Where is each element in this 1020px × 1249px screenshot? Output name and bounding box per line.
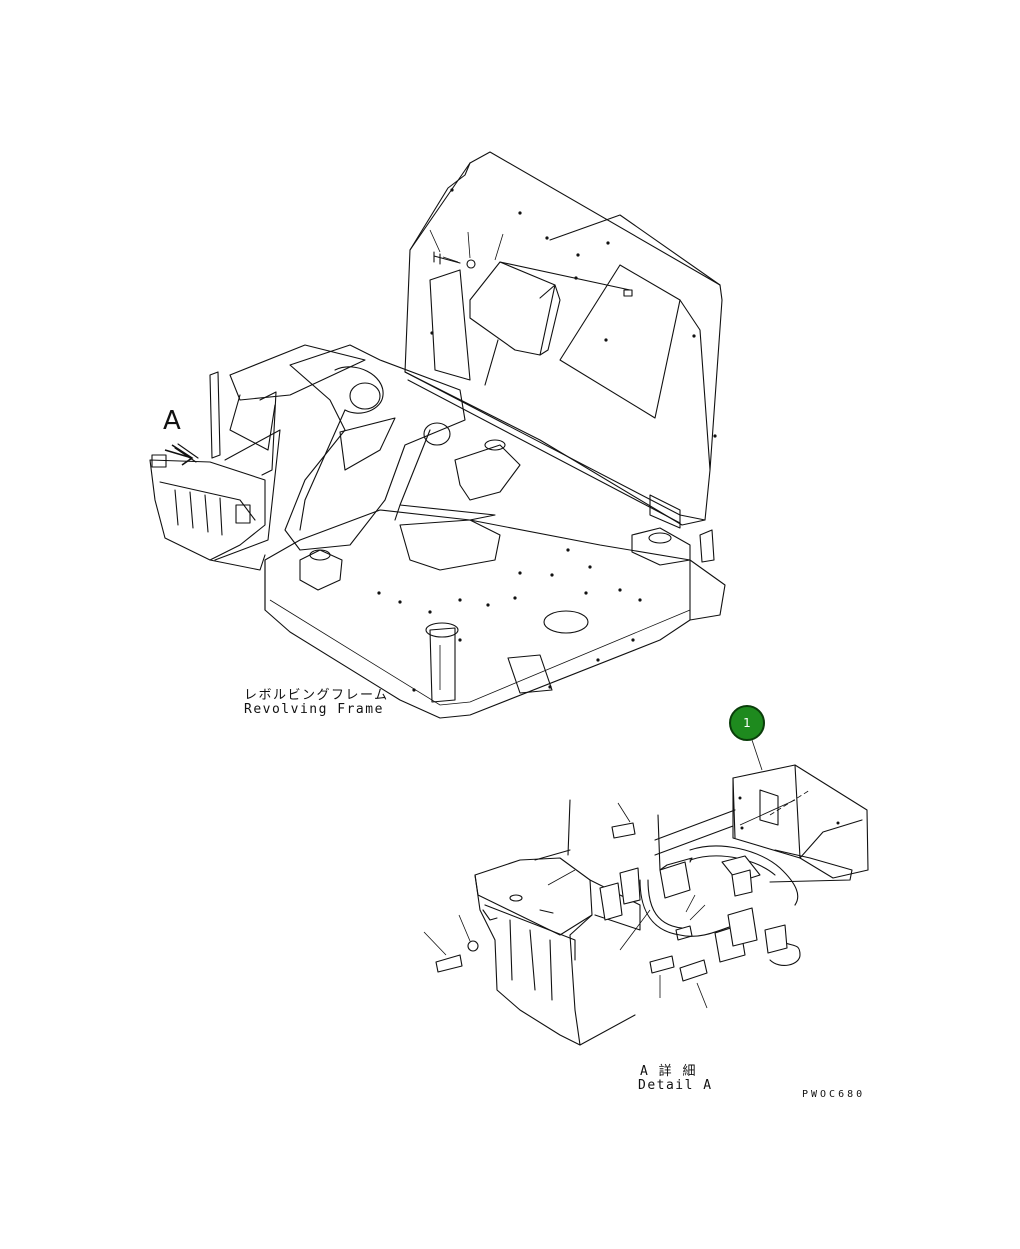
frame-label-jp: レボルビングフレーム [244, 688, 389, 703]
revolving-frame-drawing [149, 151, 726, 719]
callout-part-1[interactable]: 1 [729, 705, 765, 741]
callout-leader [751, 739, 763, 771]
detail-a-drawing [423, 764, 869, 1046]
drawing-code: PWOC680 [802, 1089, 866, 1100]
detail-label-en: Detail A [638, 1078, 713, 1093]
view-marker-a: A [163, 406, 181, 436]
detail-label-jp: A 詳 細 [640, 1064, 697, 1079]
frame-label-en: Revolving Frame [244, 702, 384, 717]
